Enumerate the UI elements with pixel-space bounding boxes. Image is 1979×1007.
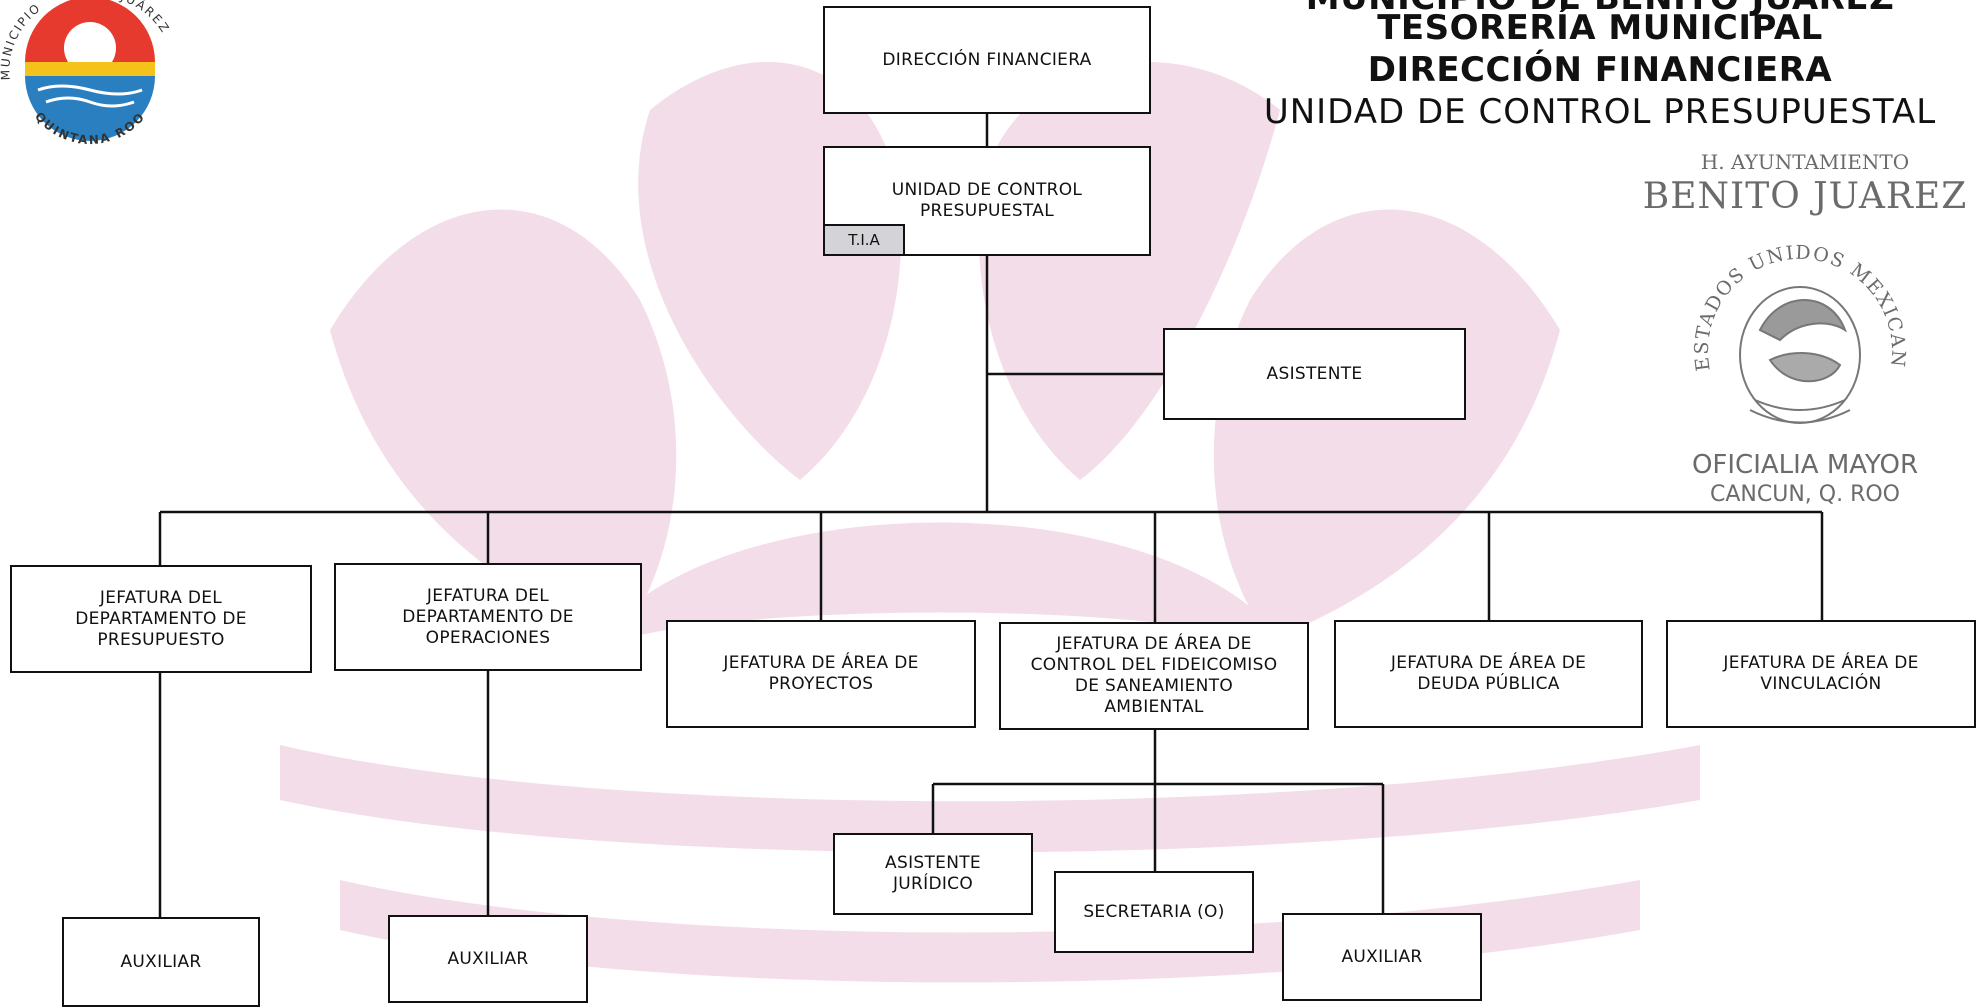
stamp-line-cancun: CANCUN, Q. ROO bbox=[1710, 482, 1900, 507]
municipio-logo: MUNICIPIO JUÁREZ QUINTANA ROO bbox=[0, 0, 171, 147]
header-municipio: MUNICIPIO DE BENITO JUÁREZ bbox=[1230, 0, 1970, 18]
stamp-line-ayuntamiento: H. AYUNTAMIENTO bbox=[1700, 150, 1910, 174]
box-auxiliar-presupuesto: AUXILIAR bbox=[62, 917, 260, 1007]
box-auxiliar-operaciones: AUXILIAR bbox=[388, 915, 588, 1003]
box-tia: T.I.A bbox=[823, 224, 905, 256]
box-asistente-juridico: ASISTENTE JURÍDICO bbox=[833, 833, 1033, 915]
watermark-petal-right bbox=[1213, 209, 1560, 640]
box-asistente: ASISTENTE bbox=[1163, 328, 1466, 420]
box-secretaria: SECRETARIA (O) bbox=[1054, 871, 1254, 953]
box-auxiliar-fideicomiso: AUXILIAR bbox=[1282, 913, 1482, 1001]
box-jefatura-vinculacion: JEFATURA DE ÁREA DE VINCULACIÓN bbox=[1666, 620, 1976, 728]
header-tesoreria: TESORERÍA MUNICIPAL bbox=[1377, 8, 1823, 48]
box-jefatura-deuda: JEFATURA DE ÁREA DE DEUDA PÚBLICA bbox=[1334, 620, 1643, 728]
box-direccion-financiera: DIRECCIÓN FINANCIERA bbox=[823, 6, 1151, 114]
stamp-line-oficialia: OFICIALIA MAYOR bbox=[1691, 450, 1919, 480]
official-stamp: H. AYUNTAMIENTO BENITO JUAREZ ESTADOS UN… bbox=[1640, 148, 1970, 518]
box-jefatura-presupuesto: JEFATURA DEL DEPARTAMENTO DE PRESUPUESTO bbox=[10, 565, 312, 673]
box-jefatura-fideicomiso: JEFATURA DE ÁREA DE CONTROL DEL FIDEICOM… bbox=[999, 622, 1309, 730]
mexican-eagle-seal-icon: ESTADOS UNIDOS MEXICANOS bbox=[1680, 220, 1909, 424]
watermark-petal-center-left bbox=[638, 61, 902, 481]
box-jefatura-operaciones: JEFATURA DEL DEPARTAMENTO DE OPERACIONES bbox=[334, 563, 642, 671]
stamp-line-benito: BENITO JUAREZ bbox=[1642, 176, 1968, 217]
header-direccion: DIRECCIÓN FINANCIERA bbox=[1367, 50, 1833, 90]
stamp-ring-text: ESTADOS UNIDOS MEXICANOS bbox=[1680, 220, 1908, 372]
box-jefatura-proyectos: JEFATURA DE ÁREA DE PROYECTOS bbox=[666, 620, 976, 728]
svg-text:ESTADOS UNIDOS MEXICANOS: ESTADOS UNIDOS MEXICANOS bbox=[1680, 220, 1909, 372]
header-unidad: UNIDAD DE CONTROL PRESUPUESTAL bbox=[1263, 92, 1937, 132]
